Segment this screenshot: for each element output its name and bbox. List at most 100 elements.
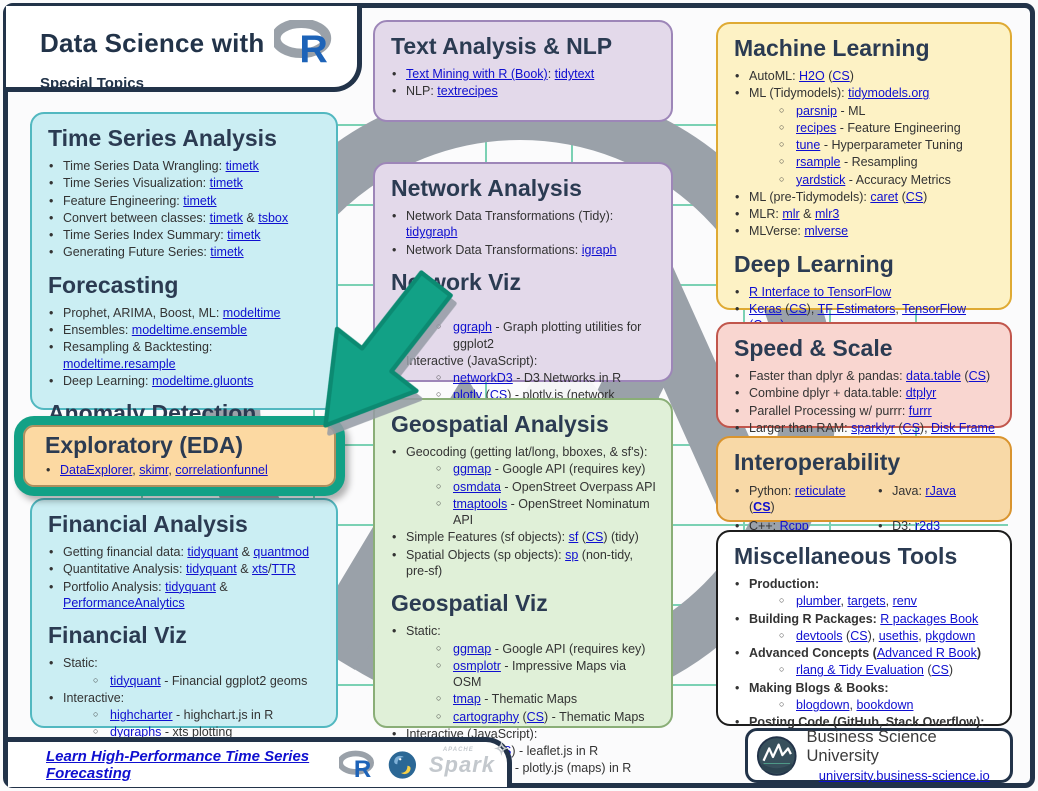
package-link[interactable]: CS (931, 663, 949, 678)
package-link[interactable]: dygraphs (110, 725, 162, 740)
package-link[interactable]: tune (796, 138, 821, 153)
package-link[interactable]: furrr (908, 403, 932, 418)
package-link[interactable]: pkgdown (925, 628, 976, 643)
package-link[interactable]: timetk (209, 210, 243, 225)
package-link[interactable]: yardstick (796, 172, 846, 187)
package-link[interactable]: networkD3 (453, 371, 513, 386)
package-link[interactable]: CS (832, 69, 850, 84)
package-link[interactable]: CS (850, 628, 868, 643)
package-link[interactable]: Text Mining with R (Book) (406, 67, 548, 82)
package-link[interactable]: cartography (453, 709, 520, 724)
item-text: Time Series Data Wrangling: (63, 159, 226, 174)
package-link[interactable]: Advanced R Book (876, 646, 977, 661)
package-link[interactable]: parsnip (796, 103, 837, 118)
package-link[interactable]: correlationfunnel (175, 463, 268, 478)
package-link[interactable]: Keras (749, 302, 782, 317)
package-link[interactable]: bookdown (856, 697, 914, 712)
package-link[interactable]: timetk (183, 193, 217, 208)
item-text: - Google API (requires key) (491, 641, 646, 656)
package-link[interactable]: sf (568, 530, 579, 545)
package-link[interactable]: tidytext (554, 67, 595, 82)
package-link[interactable]: mlr3 (815, 207, 840, 222)
package-link[interactable]: DataExplorer (60, 463, 133, 478)
package-link[interactable]: R packages Book (880, 611, 979, 626)
package-link[interactable]: Rcpp (779, 518, 809, 533)
package-link[interactable]: PerformanceAnalytics (63, 595, 185, 610)
package-link[interactable]: data.table (906, 369, 961, 384)
package-link[interactable]: devtools (796, 628, 843, 643)
course-link[interactable]: Learn High-Performance Time Series Forec… (46, 747, 310, 782)
package-link[interactable]: tidygraph (406, 225, 458, 240)
package-link[interactable]: usethis (878, 628, 919, 643)
package-link[interactable]: skimr (139, 463, 169, 478)
package-link[interactable]: H2O (799, 69, 825, 84)
package-link[interactable]: renv (892, 594, 917, 609)
item-text: ) - plotly.js (maps) in R (507, 761, 632, 776)
package-link[interactable]: rsample (796, 155, 841, 170)
package-link[interactable]: dtplyr (905, 386, 937, 401)
package-link[interactable]: ggraph (453, 320, 492, 335)
package-link[interactable]: xts (252, 562, 268, 577)
package-link[interactable]: blogdown (796, 697, 850, 712)
package-link[interactable]: ggmap (453, 641, 492, 656)
package-link[interactable]: tidymodels.org (848, 86, 930, 101)
package-link[interactable]: rlang & Tidy Evaluation (796, 663, 924, 678)
package-link[interactable]: igraph (581, 242, 617, 257)
package-link[interactable]: quantmod (253, 545, 310, 560)
package-link[interactable]: CS (902, 420, 920, 435)
package-link[interactable]: Disk Frame (931, 420, 995, 435)
package-link[interactable]: tmaptools (453, 496, 508, 511)
package-link[interactable]: plumber (796, 594, 841, 609)
list-item: Getting financial data: tidyquant & quan… (46, 544, 322, 561)
package-link[interactable]: mlverse (804, 224, 849, 239)
package-link[interactable]: modeltime (222, 305, 281, 320)
package-link[interactable]: sparklyr (851, 420, 895, 435)
text-nlp-list: Text Mining with R (Book): tidytextNLP: … (389, 66, 657, 100)
package-link[interactable]: sp (565, 547, 579, 562)
package-link[interactable]: timetk (227, 228, 261, 243)
package-link[interactable]: CS (585, 530, 604, 545)
item-text: Interactive (JavaScript): (406, 353, 538, 368)
package-link[interactable]: tidyquant (187, 545, 239, 560)
package-link[interactable]: CS (526, 709, 545, 724)
package-link[interactable]: R Interface to TensorFlow (749, 284, 892, 299)
package-link[interactable]: mlr (782, 207, 800, 222)
package-link[interactable]: modeltime.gluonts (151, 373, 254, 388)
package-link[interactable]: tmap (453, 692, 481, 707)
package-link[interactable]: osmdata (453, 479, 501, 494)
list-item: DataExplorer, skimr, correlationfunnel (43, 462, 322, 479)
package-link[interactable]: CS (905, 189, 924, 204)
item-text: ML (pre-Tidymodels): (749, 189, 871, 204)
package-link[interactable]: CS (789, 302, 807, 317)
list-item: MLR: mlr & mlr3 (732, 206, 996, 223)
package-link[interactable]: textrecipes (437, 84, 498, 99)
package-link[interactable]: timetk (225, 159, 259, 174)
list-item: Convert between classes: timetk & tsbox (46, 210, 322, 227)
package-link[interactable]: caret (870, 189, 899, 204)
package-link[interactable]: tidyquant (185, 562, 237, 577)
package-link[interactable]: osmplotr (453, 658, 501, 673)
brand-link[interactable]: university.business-science.io (818, 768, 990, 783)
item-text: AutoML: (749, 69, 800, 84)
package-link[interactable]: ggmap (453, 462, 492, 477)
package-link[interactable]: TTR (271, 562, 296, 577)
package-link[interactable]: tsbox (258, 210, 289, 225)
package-link[interactable]: reticulate (794, 484, 846, 499)
package-link[interactable]: rJava (925, 484, 956, 499)
package-link[interactable]: timetk (210, 245, 244, 260)
item-text: NLP: (406, 84, 438, 99)
package-link[interactable]: recipes (796, 120, 837, 135)
python-logo-icon (388, 750, 417, 779)
package-link[interactable]: CS (968, 369, 986, 384)
package-link[interactable]: modeltime.ensemble (131, 323, 248, 338)
package-link[interactable]: TF Estimators (817, 302, 896, 317)
item-text: C++: (749, 518, 780, 533)
package-link[interactable]: tidyquant (165, 579, 216, 594)
package-link[interactable]: targets (847, 594, 886, 609)
package-link[interactable]: r2d3 (915, 518, 941, 533)
package-link[interactable]: CS (753, 500, 771, 515)
package-link[interactable]: modeltime.resample (63, 356, 176, 371)
package-link[interactable]: timetk (209, 176, 243, 191)
package-link[interactable]: highcharter (110, 708, 173, 723)
package-link[interactable]: tidyquant (110, 673, 161, 688)
